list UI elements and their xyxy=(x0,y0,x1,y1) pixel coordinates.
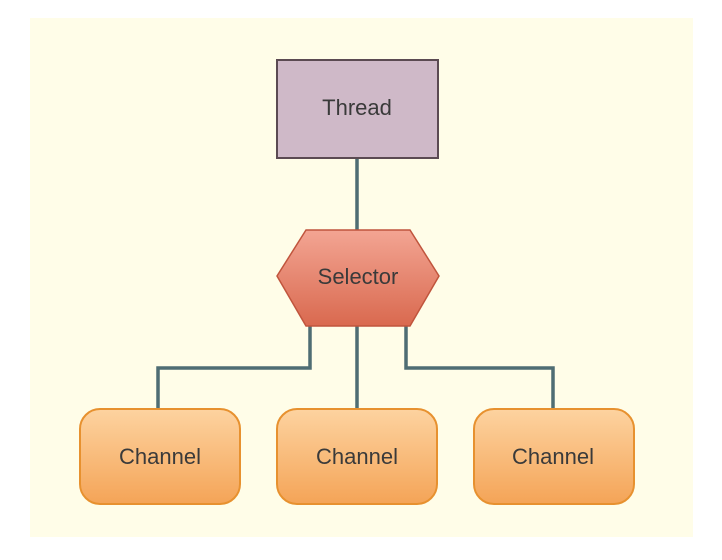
thread-node: Thread xyxy=(276,59,439,159)
selector-node: Selector xyxy=(276,229,440,327)
channel-node-1: Channel xyxy=(79,408,241,505)
channel-node-2: Channel xyxy=(276,408,438,505)
channel-node-3: Channel xyxy=(473,408,635,505)
selector-channel-1-connector xyxy=(156,326,312,409)
channel-label: Channel xyxy=(119,444,201,469)
channel-box xyxy=(473,408,635,505)
selector-label: Selector xyxy=(318,264,399,289)
thread-box xyxy=(276,59,439,159)
connector-lines xyxy=(156,158,555,409)
selector-channel-3-connector xyxy=(404,326,555,409)
channel-label: Channel xyxy=(512,444,594,469)
channel-box xyxy=(276,408,438,505)
thread-label: Thread xyxy=(322,95,392,120)
channel-label: Channel xyxy=(316,444,398,469)
channel-box xyxy=(79,408,241,505)
selector-hexagon xyxy=(276,229,440,327)
